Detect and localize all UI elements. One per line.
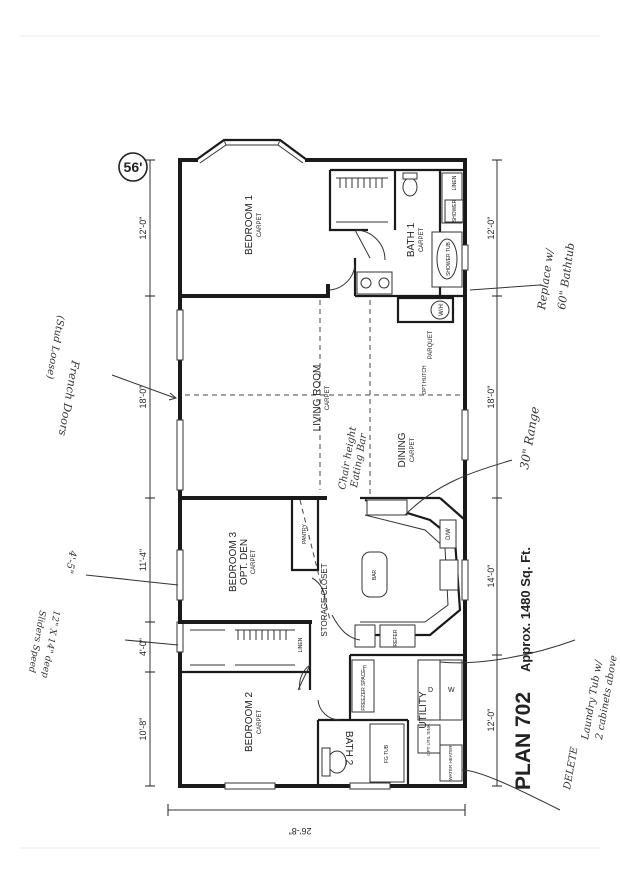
note-delete: DELETE — [562, 745, 581, 791]
note-replace-tub-2: 60" Bathtub — [555, 242, 577, 310]
parquet-label: PARQUET — [428, 330, 434, 359]
bath1-fixtures — [356, 172, 464, 295]
tub-label: SHOWER TUB — [446, 241, 452, 275]
bath1-label: BATH 1 — [406, 222, 417, 257]
note-replace-tub-1: Replace w/ — [535, 247, 557, 312]
fixture-labels: LINEN SHOWER SHOWER TUB W/H PARQUET OPT … — [298, 175, 458, 780]
dim-right-2: 18'-0" — [486, 386, 496, 409]
dim-right-3: 14'-0" — [486, 565, 496, 588]
bay-window — [195, 138, 308, 164]
water-heater-label: WATER HEATER — [448, 745, 453, 781]
note-storage-closet: STORAGE CLOSET — [320, 563, 329, 636]
bottom-windows — [224, 782, 391, 790]
dim-right-4: 12'-0" — [486, 709, 496, 732]
left-dimension-line: 12'-0" 18'-0" 11'-4" 4'-0" 10'-8" — [138, 159, 155, 787]
freezer-label: FREEZER SPACE — [361, 669, 367, 711]
dryer-label: D — [428, 687, 433, 694]
dw-label: D/W — [446, 528, 452, 540]
bedroom1-closet — [336, 177, 388, 223]
fg-tub-label: FG TUB — [384, 744, 390, 763]
exterior-walls — [178, 158, 467, 788]
wh-label: W/H — [439, 304, 445, 316]
door-swings — [297, 229, 386, 721]
linen2-label: LINEN — [298, 637, 304, 652]
linen-label: LINEN — [452, 175, 458, 190]
dim-right-1: 12'-0" — [486, 217, 496, 240]
dim-left-3: 11'-4" — [138, 549, 148, 571]
note-range: 30" Range — [517, 405, 542, 470]
bath1-floor: CARPET — [419, 228, 425, 253]
bedroom2-closet — [190, 629, 295, 666]
bath2-fixtures — [321, 723, 405, 783]
bedroom3-label: BEDROOM 3 — [228, 532, 239, 592]
bedroom2-floor: CARPET — [257, 710, 263, 735]
note-four-five: 4'-5" — [63, 548, 78, 574]
washer-label: W — [448, 687, 455, 694]
opt-util-label: OPT UTIL SINK — [426, 724, 431, 756]
plan-title-block: PLAN 702 Approx. 1480 Sq. Ft. — [512, 547, 535, 790]
utility-fixtures — [351, 659, 463, 782]
dim-left-1: 12'-0" — [138, 217, 148, 240]
shower-label: SHOWER — [452, 199, 458, 222]
plan-area: Approx. 1480 Sq. Ft. — [518, 547, 533, 672]
living-room-floor: CARPET — [325, 386, 331, 411]
f-label: F — [363, 666, 367, 672]
bedroom3-floor: CARPET — [251, 550, 257, 575]
room-labels: BEDROOM 1 CARPET BATH 1 CARPET LIVING RO… — [228, 195, 429, 766]
bath2-label: BATH 2 — [343, 731, 354, 766]
bar-label: BAR — [372, 569, 378, 580]
page-badge-text: 56' — [124, 159, 143, 175]
bedroom1-floor: CARPET — [257, 213, 263, 238]
plan-title: PLAN 702 — [512, 692, 535, 790]
water-heater-closet — [396, 296, 455, 324]
right-dimension-line: 12'-0" 18'-0" 14'-0" 12'-0" — [486, 159, 502, 787]
utility-label: UTILITY — [418, 691, 429, 729]
dining-label: DINING — [397, 432, 408, 467]
dim-left-2: 18'-0" — [138, 386, 148, 409]
dim-width: 26'-8" — [289, 826, 312, 836]
dim-left-4: 4'-0" — [138, 638, 148, 656]
bottom-dimension-line: 26'-8" — [167, 804, 466, 836]
note-french-doors: French Doors — [56, 358, 82, 437]
pantry-label: PANTRY — [302, 523, 308, 543]
bedroom3-sub: OPT. DEN — [239, 539, 250, 585]
kitchen-fixtures — [354, 499, 459, 648]
bedroom1-label: BEDROOM 1 — [244, 195, 255, 255]
dining-floor: CARPET — [410, 438, 416, 463]
page-badge: 56' — [118, 152, 148, 182]
dim-left-5: 10'-8" — [138, 718, 148, 741]
note-stud-loose: (Stud Loose) — [44, 314, 66, 379]
bedroom2-label: BEDROOM 2 — [244, 692, 255, 752]
opt-hutch-label: OPT HUTCH — [422, 365, 428, 394]
living-room-label: LIVING ROOM — [312, 365, 323, 432]
refer-label: REFER — [393, 629, 399, 646]
